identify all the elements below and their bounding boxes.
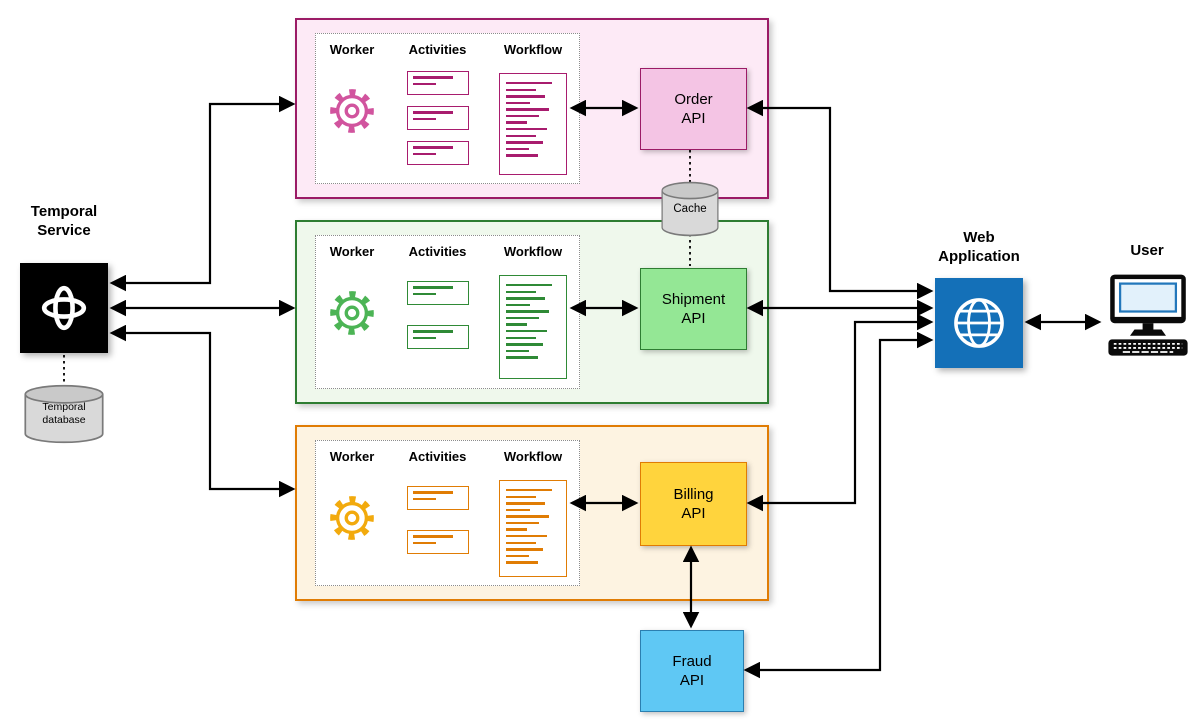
activities-label: Activities: [408, 449, 467, 464]
activity-card: [406, 71, 469, 95]
activities-label: Activities: [408, 42, 467, 57]
database-cylinder-icon: [24, 384, 104, 444]
billing-api-node: Billing API: [640, 462, 747, 546]
temporal-service-node: [20, 263, 108, 353]
arrow-temporal-order: [109, 95, 296, 292]
gear-icon: [330, 89, 374, 133]
workflow-label: Workflow: [503, 244, 563, 259]
arrow-temporal-billing: [109, 324, 296, 498]
shipment-api-node: Shipment API: [640, 268, 747, 350]
billing-worker-area: Worker Activities Workflow: [315, 440, 580, 586]
cache-label: Cache: [673, 203, 707, 215]
user-label: User: [1130, 242, 1164, 259]
shipment-service-box: Worker Activities Workflow: [295, 220, 769, 404]
worker-label: Worker: [329, 244, 375, 259]
arrow-billing-api-web: [746, 313, 934, 512]
worker-label: Worker: [329, 449, 375, 464]
arrow-fraud-api-web: [743, 331, 934, 679]
workflow-label: Workflow: [503, 449, 563, 464]
billing-workflow-column: Workflow: [499, 449, 567, 577]
activity-card: [406, 325, 469, 349]
shipment-workflow-column: Workflow: [499, 244, 567, 380]
activity-card: [406, 530, 469, 554]
billing-worker-column: Worker: [328, 449, 376, 577]
activity-card: [406, 141, 469, 165]
monitor-keyboard-icon: [1108, 274, 1188, 356]
user-node: [1103, 268, 1193, 364]
temporal-service-label: Temporal Service: [30, 203, 98, 239]
order-worker-column: Worker: [328, 42, 376, 175]
shipment-activities-column: Activities: [406, 244, 469, 380]
order-api-node: Order API: [640, 68, 747, 150]
worker-label: Worker: [329, 42, 375, 57]
workflow-document: [499, 480, 567, 577]
gear-icon: [330, 496, 374, 540]
order-worker-area: Worker Activities Workflow: [315, 33, 580, 184]
temporal-database-label: Temporal database: [42, 401, 86, 426]
workflow-document: [499, 275, 567, 379]
web-application-label: Web Application: [938, 229, 1020, 265]
fraud-api-node: Fraud API: [640, 630, 744, 712]
arrow-order-api-web: [746, 99, 934, 300]
gear-icon: [330, 291, 374, 335]
billing-activities-column: Activities: [406, 449, 469, 577]
order-workflow-column: Workflow: [499, 42, 567, 175]
activity-card: [406, 281, 469, 305]
activity-card: [406, 106, 469, 130]
activities-label: Activities: [408, 244, 467, 259]
cache-node: Cache: [659, 181, 721, 237]
web-application-node: [935, 278, 1023, 368]
shipment-worker-column: Worker: [328, 244, 376, 380]
activity-card: [406, 486, 469, 510]
order-activities-column: Activities: [406, 42, 469, 175]
shipment-worker-area: Worker Activities Workflow: [315, 235, 580, 389]
temporal-database-node: Temporal database: [21, 384, 107, 444]
temporal-logo-icon: [41, 285, 87, 331]
globe-icon: [954, 298, 1004, 348]
workflow-document: [499, 73, 567, 175]
workflow-label: Workflow: [503, 42, 563, 57]
